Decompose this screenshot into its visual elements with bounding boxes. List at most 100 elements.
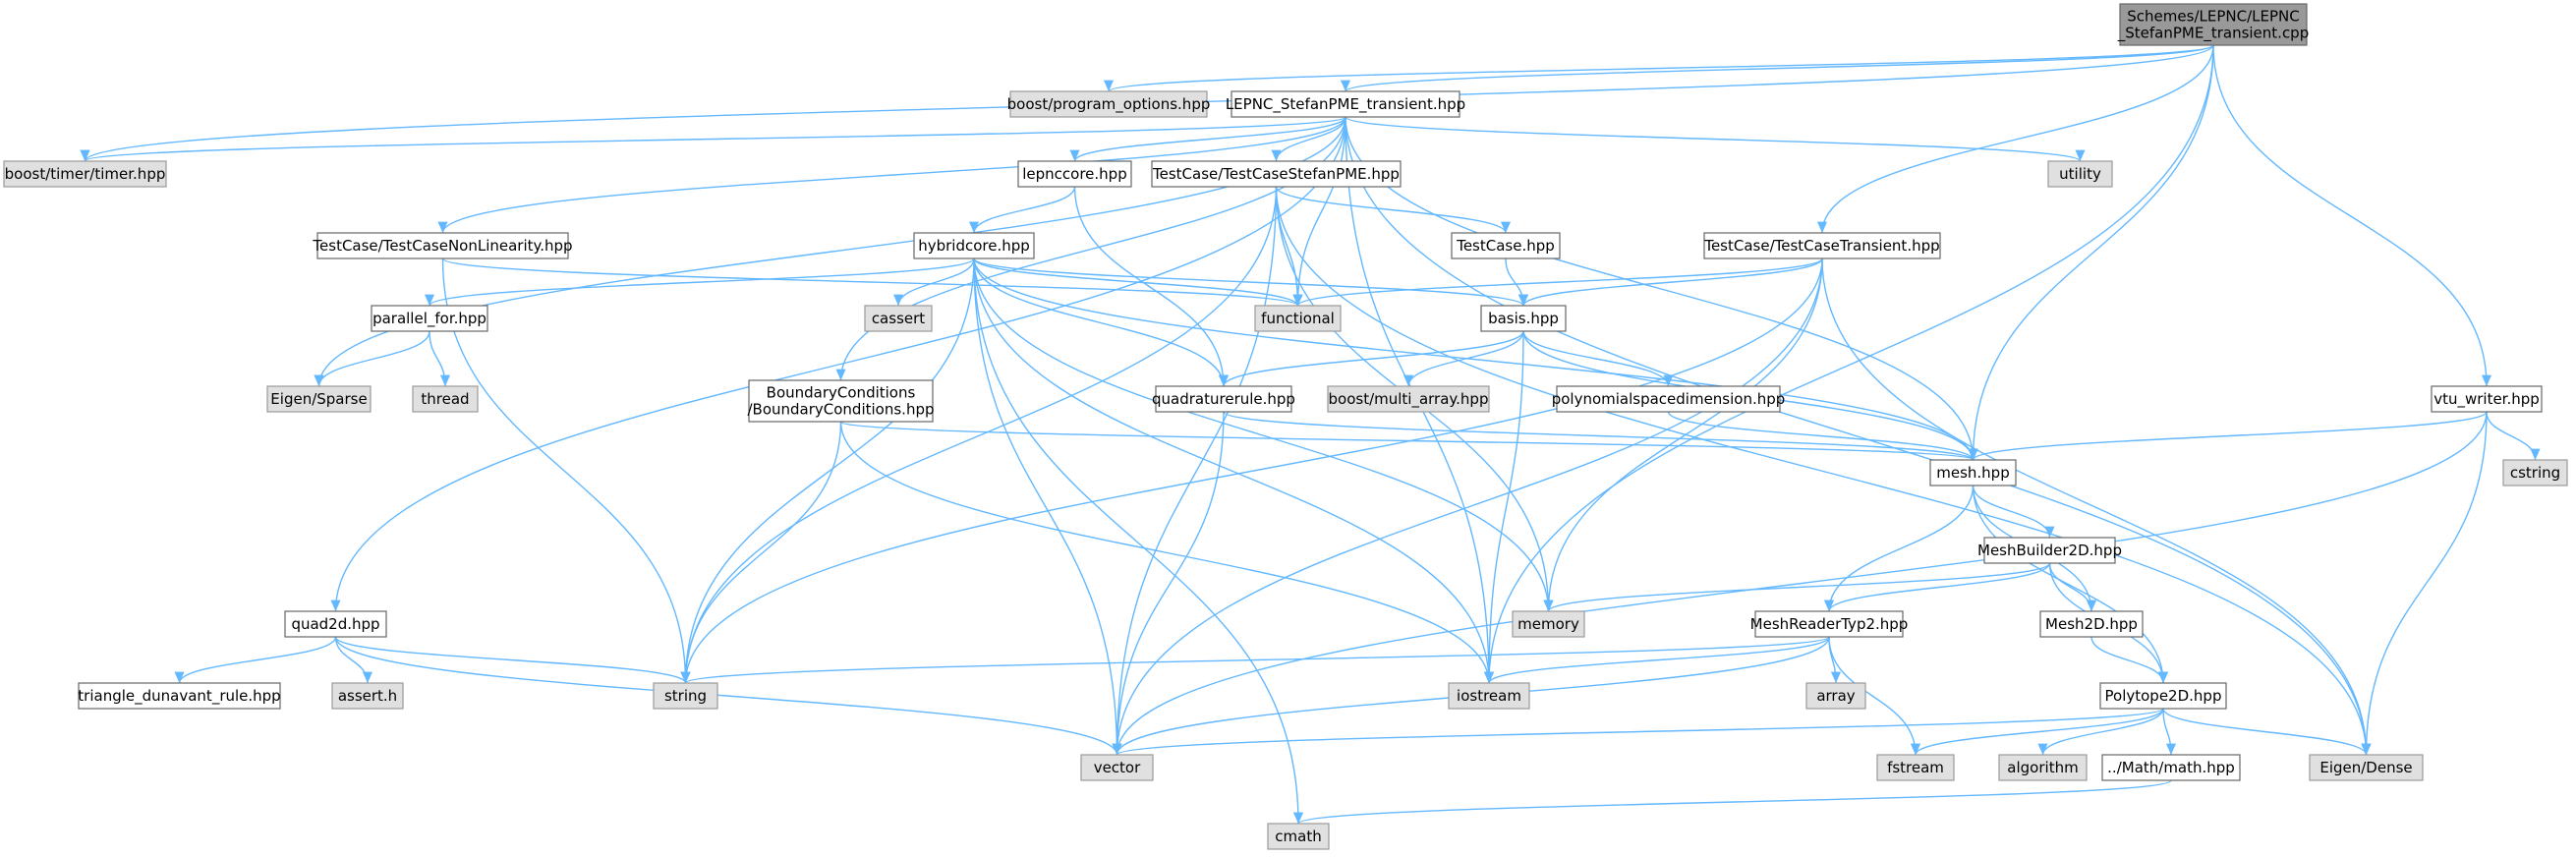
node-label: vtu_writer.hpp xyxy=(2433,390,2540,409)
edge-line xyxy=(973,257,1978,461)
edge-polytope-to-fstream xyxy=(1911,708,2164,756)
node-label: _StefanPME_transient.cpp xyxy=(2117,25,2309,43)
edge-line xyxy=(1293,779,2172,825)
node-mesh-hpp[interactable]: mesh.hpp xyxy=(1929,459,2017,486)
node-hybridcore-hpp[interactable]: hybridcore.hpp xyxy=(913,232,1035,259)
node-meshbuilder2d-hpp[interactable]: MeshBuilder2D.hpp xyxy=(1977,537,2122,564)
edge-bc-to-mesh xyxy=(839,421,1977,461)
edge-line xyxy=(680,186,1278,684)
edge-polytope-to-eigen_dense xyxy=(2162,708,2372,756)
edge-line xyxy=(1112,257,1823,756)
node-box xyxy=(913,232,1035,259)
edge-tcstefan-to-testcase xyxy=(1275,186,1511,234)
node-box xyxy=(1267,823,1330,850)
edge-line xyxy=(1824,562,2051,612)
node-triangle-dunavant-rule-hpp[interactable]: triangle_dunavant_rule.hpp xyxy=(78,682,281,710)
edge-hybridcore-to-memory xyxy=(973,257,1554,612)
edge-hybridcore-to-cmath xyxy=(973,257,1304,825)
node-box xyxy=(864,305,933,332)
edge-line xyxy=(1292,116,1346,307)
edge-meshbuilder-to-meshreader xyxy=(1824,562,2051,612)
node-meshreadertyp2-hpp[interactable]: MeshReaderTyp2.hpp xyxy=(1750,610,1909,638)
edge-line xyxy=(1543,562,2051,612)
edge-root-to-lepnc xyxy=(1341,44,2214,92)
edge-line xyxy=(1104,44,2214,92)
node-box xyxy=(1556,385,1781,413)
edge-tctransient-to-vector xyxy=(1112,257,1823,756)
edge-polytope-to-mathhpp xyxy=(2162,708,2177,756)
edge-root-to-iostream xyxy=(1483,44,2214,684)
edge-tctransient-to-memory xyxy=(1543,257,1823,612)
edge-lepnc-to-quad2d xyxy=(330,116,1346,612)
edge-basis-to-polydim xyxy=(1522,330,1674,387)
edge-quad2d-to-asserth xyxy=(334,636,373,684)
node-box xyxy=(2099,682,2227,710)
edge-tctransient-to-eigen_dense xyxy=(1821,257,2372,756)
node-iostream: iostream xyxy=(1448,682,1530,710)
node-label: hybridcore.hpp xyxy=(918,237,1030,255)
edge-mesh-to-meshbuilder xyxy=(1972,485,2055,539)
edge-mathhpp-to-cmath xyxy=(1293,779,2172,825)
node-box xyxy=(284,610,387,638)
node-testcase-hpp[interactable]: TestCase.hpp xyxy=(1451,232,1561,259)
node-testcase-testcasestefanpme-hpp[interactable]: TestCase/TestCaseStefanPME.hpp xyxy=(1151,160,1402,188)
node-lepnccore-hpp[interactable]: lepnccore.hpp xyxy=(1017,160,1132,188)
node-quadraturerule-hpp[interactable]: quadraturerule.hpp xyxy=(1152,385,1295,413)
node-box xyxy=(3,160,167,188)
edge-hybridcore-to-iostream xyxy=(973,257,1495,684)
edge-lepnc-to-timer xyxy=(81,116,1346,162)
edge-line xyxy=(1817,44,2214,234)
node-label: TestCase/TestCaseTransient.hpp xyxy=(1703,237,1939,255)
node-parallel-for-hpp[interactable]: parallel_for.hpp xyxy=(371,305,488,332)
node-label: LEPNC_StefanPME_transient.hpp xyxy=(1226,95,1465,114)
edge-line xyxy=(2162,708,2372,756)
node-testcase-testcasenonlinearity-hpp[interactable]: TestCase/TestCaseNonLinearity.hpp xyxy=(312,232,573,259)
node-label: algorithm xyxy=(2007,759,2078,776)
node-quad2d-hpp[interactable]: quad2d.hpp xyxy=(284,610,387,638)
edge-line xyxy=(1345,116,2372,756)
node-label: thread xyxy=(421,390,469,408)
edge-line xyxy=(1073,186,1230,387)
node-box xyxy=(1254,305,1342,332)
node-label: Eigen/Sparse xyxy=(270,390,367,408)
node-box xyxy=(2047,160,2113,188)
edge-line xyxy=(969,186,1076,234)
edge-line xyxy=(1271,116,1346,162)
edge-line xyxy=(1069,116,1346,162)
node-label: boost/multi_array.hpp xyxy=(1329,390,1489,409)
node-assert-h: assert.h xyxy=(331,682,404,710)
node-label: ../Math/math.hpp xyxy=(2107,759,2235,776)
node-label: BoundaryConditions xyxy=(767,384,916,402)
node-basis-hpp[interactable]: basis.hpp xyxy=(1480,305,1567,332)
edge-line xyxy=(1518,257,1823,307)
edge-line xyxy=(973,257,1495,684)
node-label: TestCase/TestCaseStefanPME.hpp xyxy=(1152,165,1400,183)
node-polytope2d-hpp[interactable]: Polytope2D.hpp xyxy=(2099,682,2227,710)
node-box xyxy=(1451,232,1561,259)
node-testcase-testcasetransient-hpp[interactable]: TestCase/TestCaseTransient.hpp xyxy=(1703,232,1941,259)
node-polynomialspacedimension-hpp[interactable]: polynomialspacedimension.hpp xyxy=(1552,385,1786,413)
node-vtu-writer-hpp[interactable]: vtu_writer.hpp xyxy=(2431,385,2543,413)
node-label: vector xyxy=(1094,759,1141,776)
edge-line xyxy=(973,257,1304,825)
edge-quadrule-to-vector xyxy=(1112,411,1225,756)
node-math-math-hpp[interactable]: ../Math/math.hpp xyxy=(2101,754,2241,781)
node-boundaryconditions-boundaryconditions-hpp[interactable]: BoundaryConditions/BoundaryConditions.hp… xyxy=(747,379,935,423)
edge-line xyxy=(425,257,975,307)
edge-meshbuilder-to-memory xyxy=(1543,562,2051,612)
edge-vtu-to-vector xyxy=(1112,411,2488,756)
node-label: cassert xyxy=(872,310,925,327)
edge-line xyxy=(1484,636,1830,684)
edge-lepnc-to-functional xyxy=(1292,116,1346,307)
node-boost-multi-array-hpp: boost/multi_array.hpp xyxy=(1327,385,1490,413)
edge-line xyxy=(1275,186,1511,234)
edge-parallel-to-thread xyxy=(429,330,451,387)
edge-hybridcore-to-quadrule xyxy=(973,257,1229,387)
node-mesh2d-hpp[interactable]: Mesh2D.hpp xyxy=(2039,610,2144,638)
node-box xyxy=(1998,754,2088,781)
node-lepnc-stefanpme-transient-hpp[interactable]: LEPNC_StefanPME_transient.hpp xyxy=(1226,90,1465,118)
dependency-edges xyxy=(80,44,2541,825)
node-label: TestCase/TestCaseNonLinearity.hpp xyxy=(312,237,572,255)
node-box xyxy=(1155,385,1292,413)
edge-meshreader-to-iostream xyxy=(1484,636,1830,684)
